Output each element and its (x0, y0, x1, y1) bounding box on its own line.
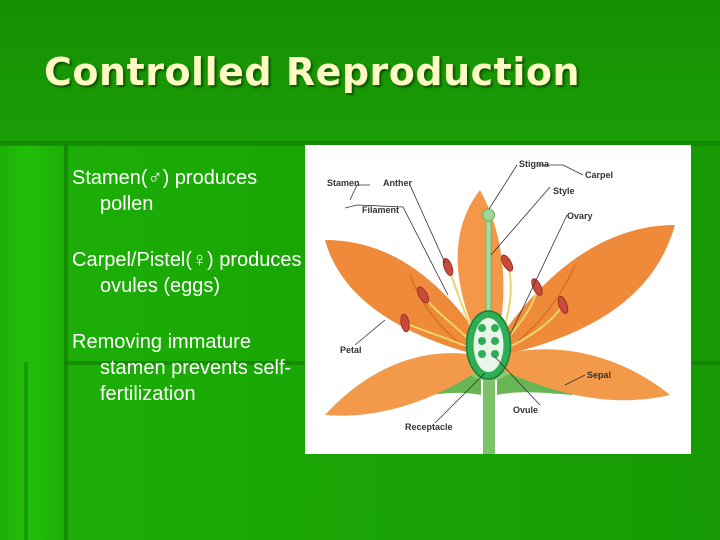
style-shape (485, 216, 492, 318)
petal-back-right (495, 225, 675, 357)
label-ovule: Ovule (513, 405, 538, 415)
bullet-removing-stamen: Removing immature stamen prevents self-f… (72, 331, 292, 405)
petal-front-left (325, 353, 483, 416)
leader-lines (344, 164, 586, 424)
label-stigma: Stigma (519, 159, 550, 169)
label-receptacle: Receptacle (405, 422, 453, 432)
label-anther: Anther (383, 178, 412, 188)
label-sepal: Sepal (587, 370, 611, 380)
petal-back-center (457, 190, 504, 350)
flower-illustration: Stamen Anther Filament Stigma Style Carp… (325, 159, 675, 454)
divider-vertical (64, 145, 68, 540)
petal-front-right (495, 349, 670, 401)
label-stamen: Stamen (327, 178, 360, 188)
divider-horizontal-top (0, 141, 720, 146)
stigma-shape (482, 208, 495, 222)
petal-back-left (325, 240, 485, 357)
label-style: Style (553, 186, 575, 196)
anthers-group (400, 254, 569, 333)
label-carpel: Carpel (585, 170, 613, 180)
slide-title: Controlled Reproduction (44, 50, 581, 94)
bullet-carpel: Carpel/Pistel(♀) produces ovules (eggs) (72, 249, 302, 297)
divider-vertical-lower (24, 362, 28, 540)
bullet-stamen: Stamen(♂) produces pollen (72, 167, 258, 215)
label-filament: Filament (362, 205, 399, 215)
label-ovary: Ovary (567, 211, 593, 221)
background-top (0, 0, 720, 145)
bullet-list: Stamen(♂) produces pollen Carpel/Pistel(… (72, 165, 304, 437)
ovules-group (478, 324, 499, 358)
ovary-chamber (473, 318, 504, 372)
flower-diagram: Stamen Anther Filament Stigma Style Carp… (305, 145, 691, 454)
label-petal: Petal (340, 345, 362, 355)
